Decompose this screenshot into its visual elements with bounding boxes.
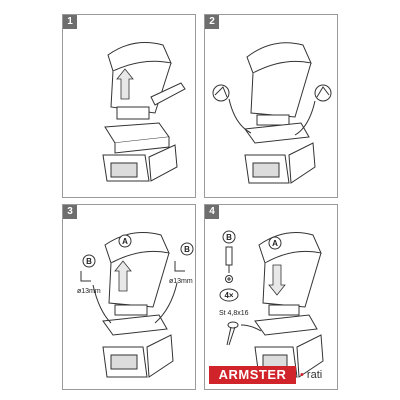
armrest-illustration [102,42,186,182]
step-number: 2 [205,15,219,29]
callout-a [118,234,132,248]
armrest-illustration: A B B ø13mm ø13mm [77,232,194,378]
size-left-label: ø13mm [77,288,101,295]
screwdriver-icon [225,246,233,273]
size-right-label: ø13mm [169,278,193,285]
rati-dot: • [300,369,304,381]
rati-text: rati [306,369,323,381]
callout-a [268,236,282,250]
step-number: 3 [63,205,77,219]
wrench-left-icon [80,271,91,282]
rati-logo: • rati [300,367,322,383]
step-number: 1 [63,15,77,29]
callout-b-left-label: B [86,257,92,266]
screw-icon [226,321,239,346]
phillips-head-icon [225,275,233,283]
armster-logo: ARMSTER [209,366,296,384]
callout-a-label: A [272,239,278,248]
step-3-panel: 3 A B B ø13mm ø13mm [62,204,196,390]
callout-b-right-label: B [184,245,190,254]
step-1-panel: 1 [62,14,196,198]
rotate-right-icon [314,84,332,102]
rotate-left-icon [212,84,230,102]
callout-b [222,230,236,244]
brand-logo: ARMSTER • rati [209,366,334,386]
step-number: 4 [205,205,219,219]
step-2-panel: 2 [204,14,338,198]
armrest-illustration [212,42,332,184]
step-4-panel: 4 A B 4× St 4,8 [204,204,338,390]
armrest-illustration: A B 4× St 4,8x16 [219,230,324,378]
screw-spec-label: St 4,8x16 [219,310,249,317]
callout-a-label: A [122,237,128,246]
callout-b-right [180,242,194,256]
callout-b-label: B [226,233,232,242]
quantity-label: 4× [224,291,233,300]
wrench-right-icon [174,261,185,272]
quantity-badge [219,288,239,302]
callout-b-left [82,254,96,268]
